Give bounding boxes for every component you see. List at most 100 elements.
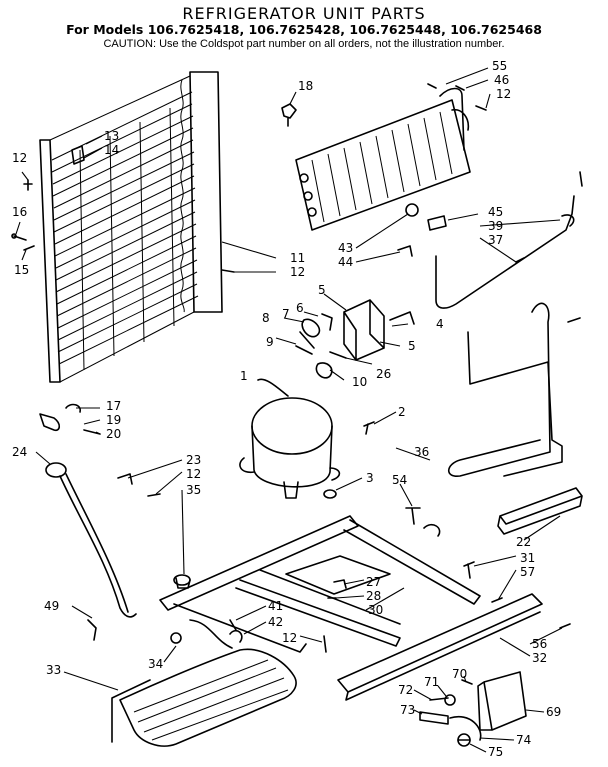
bracket-27: [333, 579, 347, 589]
screw-57: [491, 597, 503, 603]
callout-28: 28: [366, 589, 381, 603]
tube-34: [189, 619, 233, 649]
screw-55: [427, 83, 437, 89]
cover-9: [295, 345, 313, 355]
drain-hose-24: [45, 462, 137, 618]
callout-31: 31: [520, 551, 535, 565]
clip-16: [11, 233, 27, 241]
callout-1: 1: [240, 369, 248, 383]
condenser-wires: [51, 79, 199, 371]
caution-note: CAUTION: Use the Coldspot part number on…: [103, 38, 505, 50]
callout-72: 72: [398, 683, 413, 697]
callout-19: 19: [106, 413, 121, 427]
callout-39: 39: [488, 219, 503, 233]
callout-49: 49: [44, 599, 59, 613]
callout-10: 10: [352, 375, 367, 389]
callout-2: 2: [398, 405, 406, 419]
screw-54: [405, 507, 441, 537]
clip-45: [427, 215, 447, 231]
capacitor-8: [299, 331, 315, 349]
bushing-71: [444, 694, 456, 706]
evaporator-coil: [295, 87, 471, 231]
screw-12-top: [475, 105, 487, 111]
terminal-26: [329, 351, 347, 359]
callout-12-top: 12: [496, 87, 511, 101]
clip-70: [461, 679, 473, 685]
callout-41: 41: [268, 599, 283, 613]
rail-22: [497, 487, 583, 535]
callout-43: 43: [338, 241, 353, 255]
screw-31: [463, 561, 475, 579]
callout-75: 75: [488, 745, 503, 759]
callout-11: 11: [290, 251, 305, 265]
callout-45: 45: [488, 205, 503, 219]
callout-4: 4: [436, 317, 444, 331]
callout-23: 23: [186, 453, 201, 467]
callout-17: 17: [106, 399, 121, 413]
clip-23: [117, 473, 133, 485]
screw-12-mid: [147, 493, 161, 497]
heater-coil-33: [111, 648, 297, 747]
callout-69: 69: [546, 705, 561, 719]
callout-14: 14: [104, 143, 119, 157]
grommet-72: [429, 697, 449, 701]
plug-49: [87, 619, 97, 641]
clip-44: [397, 245, 413, 257]
leader-lines: [15, 67, 563, 753]
callout-33: 33: [46, 663, 61, 677]
rail-32: [337, 593, 543, 701]
relay-clip-6: [321, 313, 333, 331]
screw-12-bottom: [323, 635, 327, 653]
callout-20: 20: [106, 427, 121, 441]
drier-20: [39, 403, 101, 435]
callout-73: 73: [400, 703, 415, 717]
callout-30: 30: [368, 603, 383, 617]
grommet-34: [170, 632, 182, 644]
callout-16: 16: [12, 205, 27, 219]
grommet-3: [323, 489, 337, 499]
callout-44: 44: [338, 255, 353, 269]
callout-22: 22: [516, 535, 531, 549]
compressor-1: [239, 378, 341, 499]
motor-74: [449, 715, 482, 741]
callout-74: 74: [516, 733, 531, 747]
callout-12-bottom: 12: [282, 631, 297, 645]
screw-56: [559, 623, 571, 629]
condenser-bracket: [71, 145, 85, 165]
callout-32: 32: [532, 651, 547, 665]
callout-57: 57: [520, 565, 535, 579]
callout-15: 15: [14, 263, 29, 277]
callout-9: 9: [266, 335, 274, 349]
callout-5-top: 5: [318, 283, 326, 297]
tubing-36: [447, 302, 581, 477]
callout-12-right: 12: [290, 265, 305, 279]
callout-71: 71: [424, 675, 439, 689]
callout-34: 34: [148, 657, 163, 671]
callout-35: 35: [186, 483, 201, 497]
callout-24: 24: [12, 445, 27, 459]
callout-26: 26: [376, 367, 391, 381]
callout-18: 18: [298, 79, 313, 93]
callout-8: 8: [262, 311, 270, 325]
grommet-35: [173, 574, 191, 589]
callout-6: 6: [296, 301, 304, 315]
callout-56: 56: [532, 637, 547, 651]
sensor-bulb-36-top: [579, 171, 583, 187]
diagram-title: REFRIGERATOR UNIT PARTS: [182, 4, 426, 23]
callout-46: 46: [494, 73, 509, 87]
callout-55: 55: [492, 59, 507, 73]
callout-13: 13: [104, 129, 119, 143]
fan-bracket-69: [477, 671, 527, 731]
screw-46: [455, 85, 465, 91]
callout-70: 70: [452, 667, 467, 681]
capillary-tube-37: [435, 195, 575, 309]
grommet-18: [281, 103, 297, 127]
callout-42: 42: [268, 615, 283, 629]
callout-7: 7: [282, 307, 290, 321]
model-numbers: For Models 106.7625418, 106.7625428, 106…: [66, 22, 542, 37]
tube-73: [419, 711, 449, 725]
callout-36: 36: [414, 445, 429, 459]
screw-41: [229, 619, 237, 631]
relay-box-5: [343, 299, 415, 361]
